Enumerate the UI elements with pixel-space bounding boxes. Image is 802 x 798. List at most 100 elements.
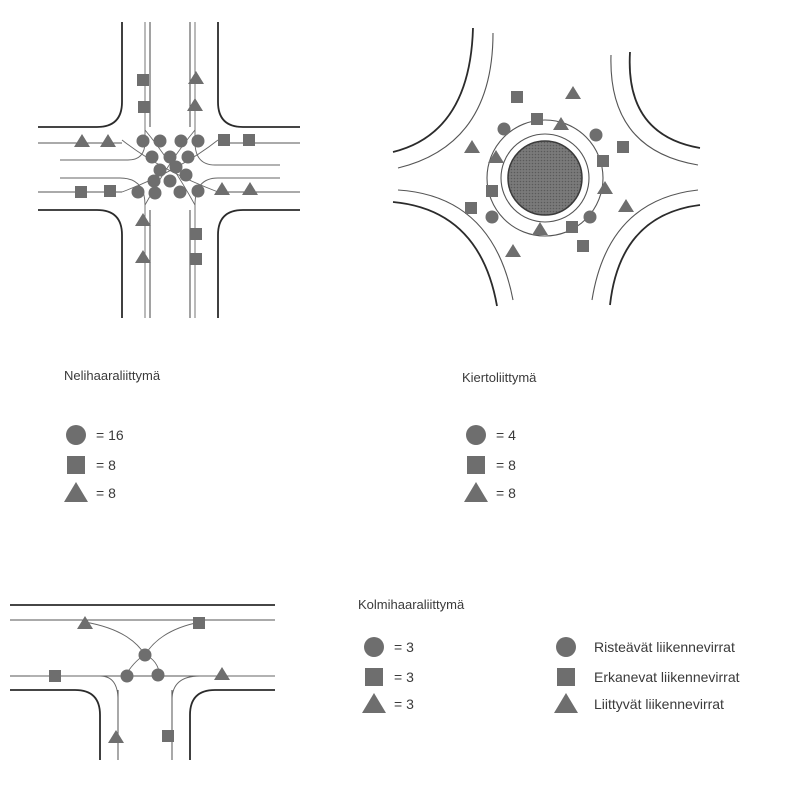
merge-triangle (108, 730, 124, 743)
merge-triangle (100, 134, 116, 147)
merge-triangle-key (64, 482, 88, 502)
crossing-circle (485, 210, 499, 224)
diverge-square (617, 141, 629, 153)
diverge-count: = 8 (96, 457, 116, 473)
merge-triangle-key (464, 482, 488, 502)
merge-triangle (74, 134, 90, 147)
merge-triangle (214, 667, 230, 680)
diverge-square (531, 113, 543, 125)
merge-triangle (532, 222, 548, 235)
roundabout-counts: = 4 = 8 = 8 (464, 425, 516, 502)
three-way-counts: = 3 = 3 = 3 (362, 637, 414, 713)
diverge-square (137, 74, 149, 86)
three-way-road-edges (10, 604, 275, 760)
crossing-circle-key (364, 637, 384, 657)
four-way-title: Nelihaaraliittymä (64, 368, 161, 383)
diverge-square-key (67, 456, 85, 474)
crossing-circle (589, 128, 603, 142)
merge-triangle (214, 182, 230, 195)
merge-triangle (488, 150, 504, 163)
roundabout-road-edges (392, 27, 701, 307)
crossing-circle (147, 174, 161, 188)
diverge-square-key (467, 456, 485, 474)
crossing-circle-key (66, 425, 86, 445)
crossing-circle (497, 122, 511, 136)
merge-count: = 3 (394, 696, 414, 712)
merge-triangle (464, 140, 480, 153)
crossing-circle (179, 168, 193, 182)
crossing-circle (153, 134, 167, 148)
roundabout-central-island (507, 140, 583, 216)
diverge-square (162, 730, 174, 742)
diverge-square (577, 240, 589, 252)
diverge-square (190, 253, 202, 265)
crossing-count: = 3 (394, 639, 414, 655)
diverge-square (193, 617, 205, 629)
legend: Risteävät liikennevirrat Erkanevat liike… (554, 637, 740, 713)
four-way-counts: = 16 = 8 = 8 (64, 425, 124, 502)
crossing-circle (174, 134, 188, 148)
crossing-circle (153, 163, 167, 177)
merge-triangle (77, 616, 93, 629)
crossing-circle-key (466, 425, 486, 445)
merge-triangle (553, 117, 569, 130)
merge-triangle (135, 250, 151, 263)
crossing-circle (163, 150, 177, 164)
three-way-intersection (10, 604, 275, 760)
four-way-intersection (38, 22, 300, 318)
crossing-circle (120, 669, 134, 683)
diverge-square (597, 155, 609, 167)
diverge-square (218, 134, 230, 146)
legend-crossing-icon (556, 637, 576, 657)
legend-diverge-label: Erkanevat liikennevirrat (594, 669, 740, 685)
crossing-circle (131, 185, 145, 199)
merge-triangle (565, 86, 581, 99)
diverge-count: = 3 (394, 669, 414, 685)
merge-triangle-key (362, 693, 386, 713)
diverge-square (104, 185, 116, 197)
diverge-square-key (365, 668, 383, 686)
diverge-square (465, 202, 477, 214)
merge-triangle (187, 98, 203, 111)
crossing-circle (583, 210, 597, 224)
merge-triangle (135, 213, 151, 226)
crossing-circle (151, 668, 165, 682)
merge-triangle (505, 244, 521, 257)
diverge-square (138, 101, 150, 113)
crossing-circle (138, 648, 152, 662)
merge-triangle (242, 182, 258, 195)
merge-triangle (188, 71, 204, 84)
crossing-circle (191, 134, 205, 148)
crossing-circle (136, 134, 150, 148)
crossing-circle (148, 186, 162, 200)
crossing-circle (163, 174, 177, 188)
legend-crossing-label: Risteävät liikennevirrat (594, 639, 735, 655)
crossing-circle (145, 150, 159, 164)
four-way-markers (74, 71, 258, 265)
diverge-count: = 8 (496, 457, 516, 473)
three-way-markers (49, 616, 230, 743)
legend-diverge-icon (557, 668, 575, 686)
crossing-circle (191, 184, 205, 198)
crossing-count: = 16 (96, 427, 124, 443)
diverge-square (75, 186, 87, 198)
diverge-square (243, 134, 255, 146)
merge-count: = 8 (96, 485, 116, 501)
diverge-square (486, 185, 498, 197)
merge-triangle (597, 181, 613, 194)
crossing-circle (169, 160, 183, 174)
diverge-square (49, 670, 61, 682)
roundabout-markers (464, 86, 634, 257)
four-way-flow-paths (60, 22, 280, 318)
roundabout-title: Kiertoliittymä (462, 370, 537, 385)
crossing-count: = 4 (496, 427, 516, 443)
crossing-circle (173, 185, 187, 199)
legend-merge-label: Liittyvät liikennevirrat (594, 696, 724, 712)
three-way-title: Kolmihaaraliittymä (358, 597, 465, 612)
crossing-circle (181, 150, 195, 164)
merge-count: = 8 (496, 485, 516, 501)
diverge-square (566, 221, 578, 233)
roundabout-intersection (392, 27, 701, 307)
three-way-flow-paths (30, 621, 275, 760)
